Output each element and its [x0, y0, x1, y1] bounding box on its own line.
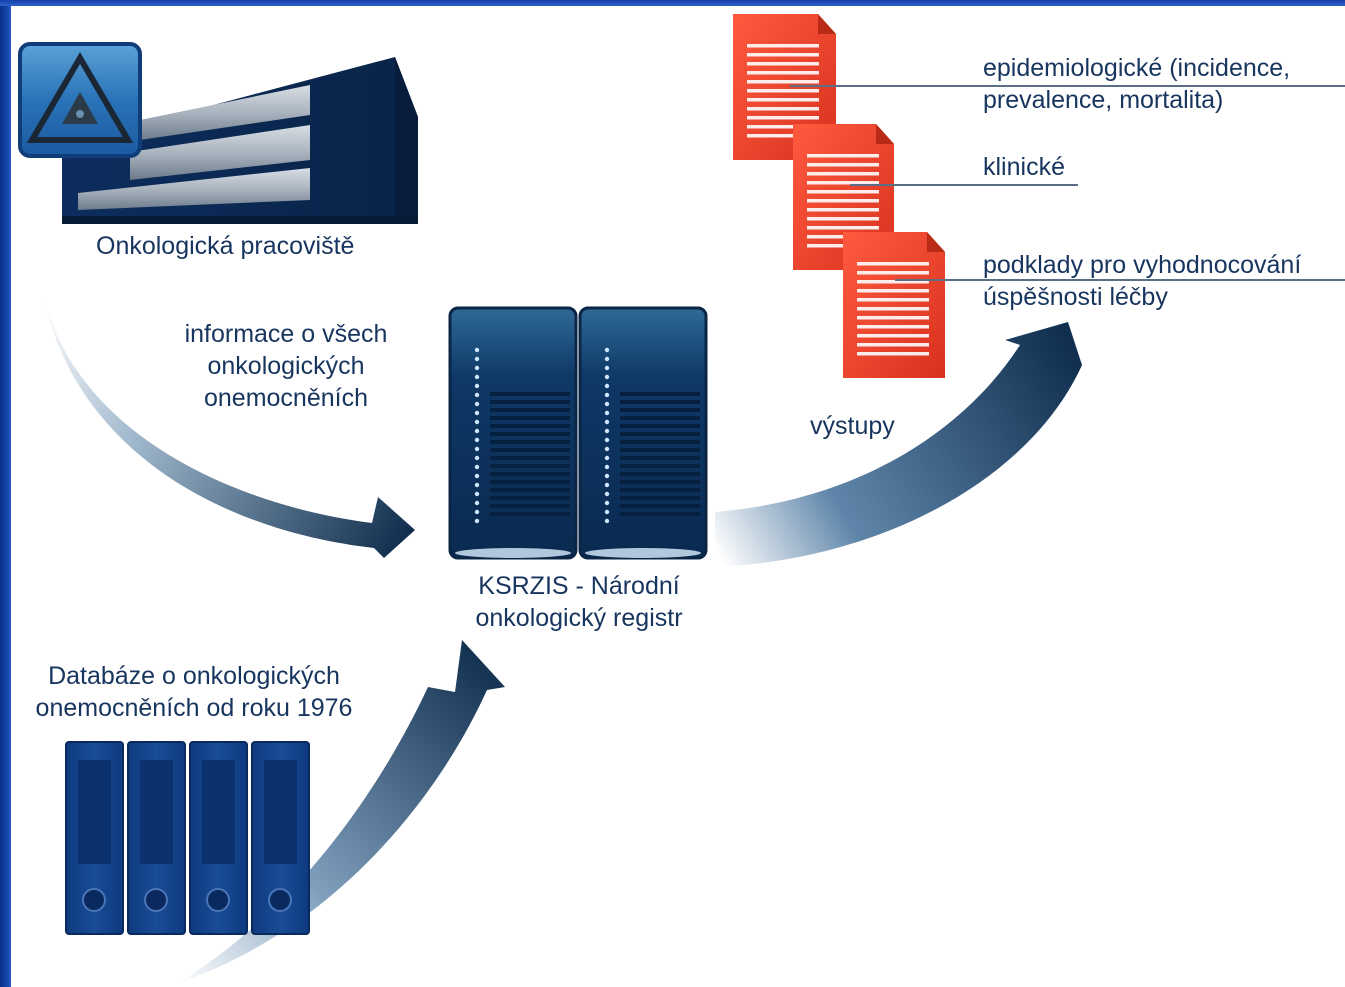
label-treatment-evaluation: podklady pro vyhodnocování úspěšnosti lé… [983, 249, 1301, 313]
label-database: Databáze o onkologických onemocněních od… [8, 660, 380, 724]
binder-archive-icon [65, 741, 310, 935]
hospital-building-icon [62, 57, 418, 224]
label-registry-line-2: onkologický registr [475, 604, 683, 632]
arrow-registry-to-outputs [715, 322, 1082, 567]
label-database-line-2: onemocněních od roku 1976 [35, 694, 353, 722]
label-information-line-1: informace o všech [184, 320, 388, 348]
slide-frame-left [0, 0, 11, 987]
server-rack-icon [448, 306, 708, 560]
label-information-flow: informace o všech onkologických onemocně… [160, 318, 412, 414]
label-outputs: výstupy [810, 412, 895, 440]
arrow-workplaces-to-registry [42, 288, 415, 558]
label-treatment-line-1: podklady pro vyhodnocování [983, 251, 1302, 279]
slide-frame-top [0, 0, 1345, 6]
arrow-registry-to-database [178, 640, 505, 983]
label-database-line-1: Databáze o onkologických [48, 662, 340, 690]
label-oncology-workplaces: Onkologická pracoviště [96, 232, 355, 260]
label-epidemiological-line-1: epidemiologické (incidence, [983, 54, 1291, 82]
label-registry-line-1: KSRZIS - Národní [478, 572, 680, 600]
radiation-warning-icon [18, 42, 142, 158]
label-treatment-line-2: úspěšnosti léčby [983, 283, 1168, 311]
label-epidemiological: epidemiologické (incidence, prevalence, … [983, 52, 1290, 116]
label-clinical: klinické [983, 153, 1065, 181]
label-information-line-3: onemocněních [203, 384, 368, 412]
label-information-line-2: onkologických [207, 352, 365, 380]
label-epidemiological-line-2: prevalence, mortalita) [983, 86, 1224, 114]
label-national-registry: KSRZIS - Národní onkologický registr [448, 570, 710, 634]
report-document-icon [733, 14, 945, 378]
